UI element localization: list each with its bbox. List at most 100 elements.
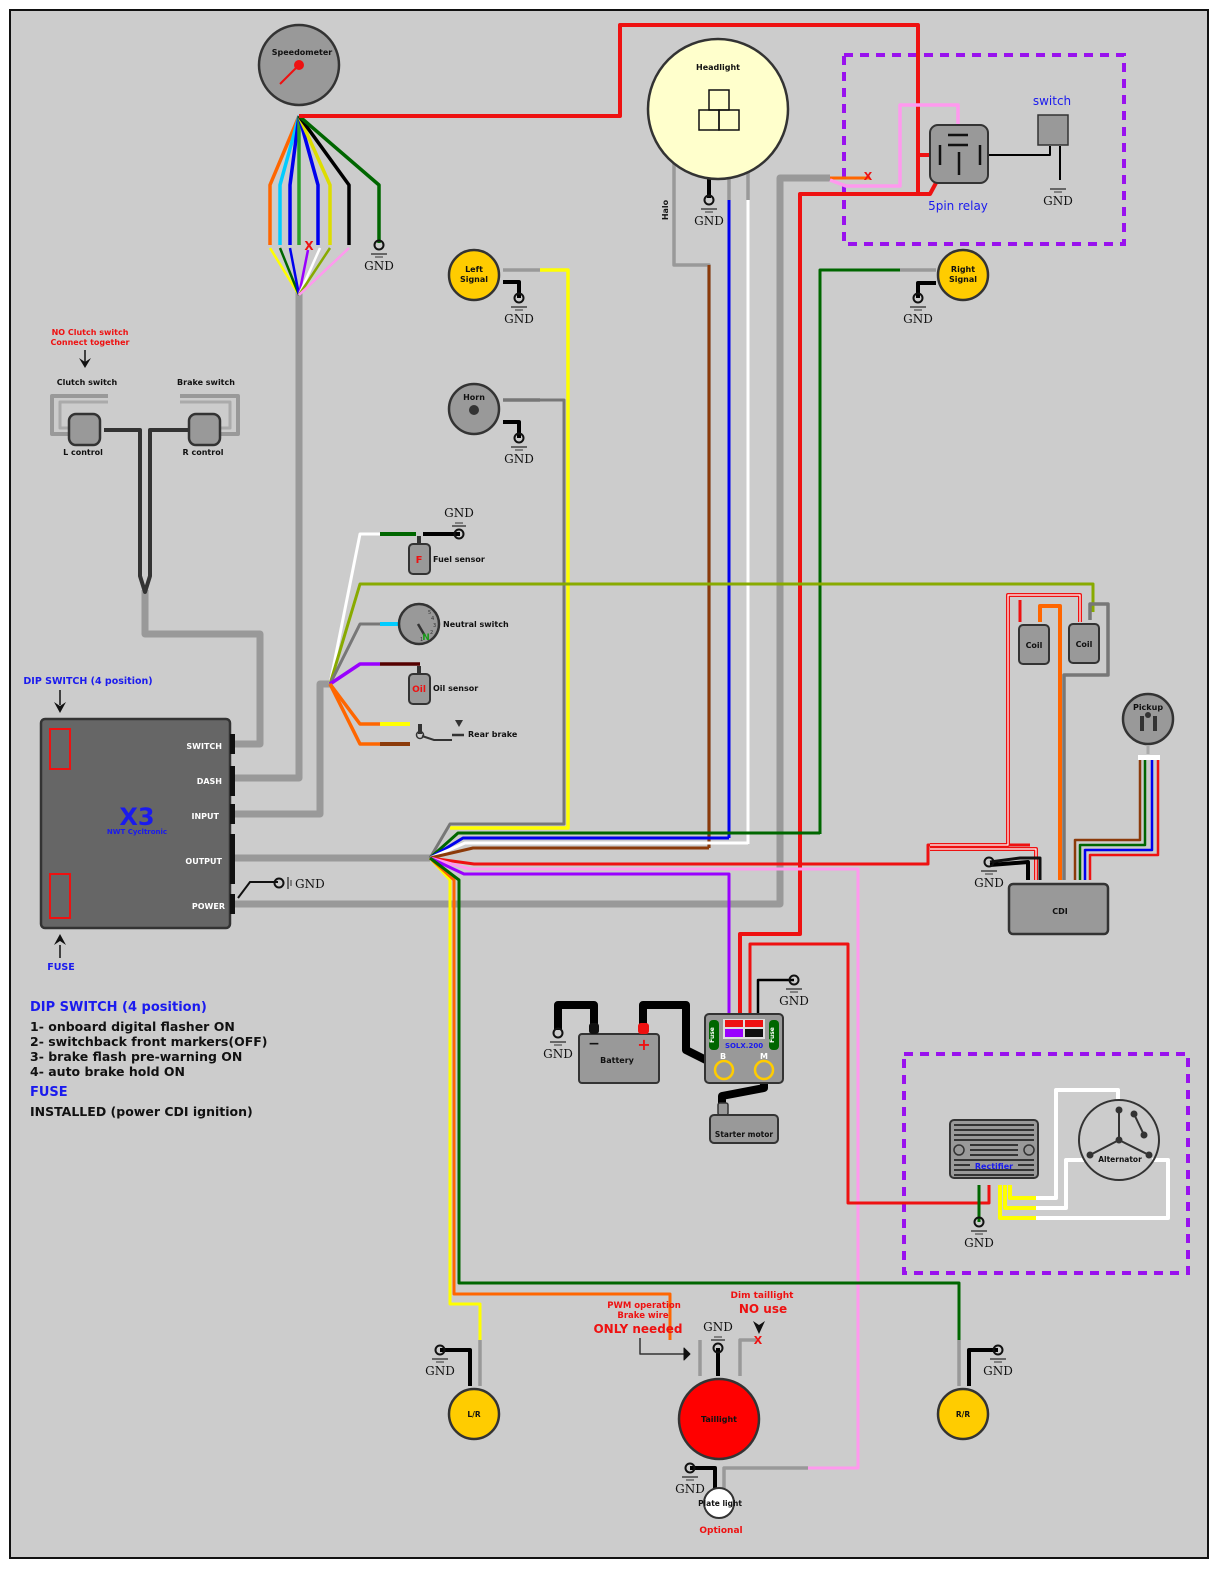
relay bbox=[929, 124, 989, 184]
ground-label: GND bbox=[543, 1047, 573, 1061]
coil-2: Coil bbox=[1068, 623, 1100, 664]
port-power: POWER bbox=[192, 902, 225, 911]
ground-label: GND bbox=[364, 259, 394, 273]
no-clutch-note-2: Connect together bbox=[51, 338, 130, 347]
ground-icon: GND bbox=[703, 1320, 733, 1354]
ground-icon: GND bbox=[504, 432, 534, 466]
ignition-wires bbox=[930, 593, 1160, 880]
gear-2: 2 bbox=[430, 630, 433, 636]
r-control[interactable] bbox=[187, 412, 222, 447]
alternator-label: Alternator bbox=[1098, 1155, 1142, 1164]
cdi-unit: CDI bbox=[1007, 882, 1110, 936]
harness-lines bbox=[141, 174, 830, 908]
neutral-glyph: N bbox=[422, 633, 430, 643]
ground-icon: GND bbox=[504, 292, 534, 326]
ground-label: GND bbox=[983, 1364, 1013, 1378]
switch-harness bbox=[141, 590, 264, 748]
solenoid: Fuse Fuse SOLX.200 B M bbox=[704, 1013, 784, 1084]
clutch-switch-label: Clutch switch bbox=[57, 378, 118, 387]
relay-cut-mark: X bbox=[864, 170, 873, 183]
speedometer-wires bbox=[268, 114, 381, 296]
left-rear-signal: L/R bbox=[447, 1387, 501, 1441]
oil-sensor: Oil Oil sensor bbox=[408, 666, 478, 705]
notes-fuse-title: FUSE bbox=[30, 1085, 68, 1100]
port-dash: DASH bbox=[197, 777, 222, 786]
solenoid-fuse-right: Fuse bbox=[769, 1027, 776, 1043]
port-output: OUTPUT bbox=[185, 857, 222, 866]
starter-motor: Starter motor bbox=[709, 1102, 779, 1144]
notes-fuse-text: INSTALLED (power CDI ignition) bbox=[30, 1104, 253, 1119]
battery-pos: + bbox=[637, 1035, 650, 1054]
ground-icon: GND bbox=[779, 974, 809, 1008]
relay-wires bbox=[829, 103, 1061, 188]
x3-controller: X3 NWT Cycltronic SWITCH DASH INPUT OUTP… bbox=[39, 717, 235, 930]
ground-label: GND bbox=[694, 214, 724, 228]
ground-label: GND bbox=[703, 1320, 733, 1334]
battery-label: Battery bbox=[600, 1056, 635, 1065]
no-clutch-note-1: NO Clutch switch bbox=[52, 328, 129, 337]
ground-icon: GND bbox=[364, 239, 394, 273]
rectifier: Rectifier bbox=[949, 1119, 1039, 1179]
ground-icon: GND bbox=[983, 1344, 1013, 1378]
coil-1-label: Coil bbox=[1026, 641, 1043, 650]
ground-label: GND bbox=[1043, 194, 1073, 208]
optional-note: Optional bbox=[699, 1526, 742, 1536]
ground-label: GND bbox=[295, 877, 325, 891]
port-input: INPUT bbox=[192, 812, 220, 821]
ground-icon: GND bbox=[694, 194, 724, 228]
charging-dashed-box bbox=[902, 1052, 1190, 1275]
ground-icon: GND bbox=[543, 1027, 573, 1061]
headlight-label: Headlight bbox=[696, 63, 740, 72]
rear-light-wires bbox=[440, 1338, 998, 1488]
pwm-note-3: ONLY needed bbox=[593, 1322, 682, 1336]
notes-dip-item: 3- brake flash pre-warning ON bbox=[30, 1049, 243, 1064]
l-control-label: L control bbox=[63, 448, 103, 457]
ground-symbols: GND GND GND GND GND GND GND GND GND GND GND GND GND G… bbox=[273, 188, 1073, 1496]
right-signal-label-1: Right bbox=[951, 265, 975, 274]
ground-icon: GND bbox=[974, 856, 1004, 890]
ground-icon: GND bbox=[444, 506, 474, 540]
notes-dip-title: DIP SWITCH (4 position) bbox=[30, 1000, 207, 1015]
dip-switch-label: DIP SWITCH (4 position) bbox=[23, 676, 152, 687]
ground-label: GND bbox=[425, 1364, 455, 1378]
notes-dip-item: 4- auto brake hold ON bbox=[30, 1064, 185, 1079]
relay-switch[interactable] bbox=[1037, 114, 1069, 146]
left-signal-label-2: Signal bbox=[460, 275, 488, 284]
horn-label: Horn bbox=[463, 393, 485, 402]
pickup-label: Pickup bbox=[1133, 703, 1163, 712]
ground-label: GND bbox=[779, 994, 809, 1008]
ground-label: GND bbox=[504, 312, 534, 326]
ground-label: GND bbox=[964, 1236, 994, 1250]
coil-2-label: Coil bbox=[1076, 640, 1093, 649]
dash-harness bbox=[232, 290, 303, 782]
alternator: Alternator bbox=[1078, 1099, 1160, 1181]
ground-label: GND bbox=[974, 876, 1004, 890]
neutral-switch-label: Neutral switch bbox=[443, 620, 509, 629]
port-switch: SWITCH bbox=[186, 742, 222, 751]
fuse-label: FUSE bbox=[47, 962, 75, 973]
gear-5: 5 bbox=[428, 610, 431, 616]
rear-brake-label: Rear brake bbox=[468, 730, 518, 739]
solenoid-b: B bbox=[720, 1052, 726, 1061]
right-rear-signal: R/R bbox=[936, 1387, 990, 1441]
fuse-arrowhead bbox=[54, 934, 66, 945]
ground-icon: GND bbox=[425, 1344, 455, 1378]
speedometer: Speedometer bbox=[257, 23, 341, 107]
gear-4: 4 bbox=[431, 616, 434, 622]
dim-note-2: NO use bbox=[739, 1302, 787, 1316]
l-control[interactable] bbox=[67, 412, 102, 447]
pwm-note-1: PWM operation bbox=[607, 1301, 681, 1311]
oil-sensor-label: Oil sensor bbox=[433, 684, 478, 693]
fuel-sensor-label: Fuel sensor bbox=[433, 555, 485, 564]
pwm-note-2: Brake wire bbox=[617, 1311, 669, 1321]
ground-icon: GND bbox=[675, 1462, 705, 1496]
ground-label: GND bbox=[444, 506, 474, 520]
ground-label: GND bbox=[675, 1482, 705, 1496]
r-control-label: R control bbox=[183, 448, 224, 457]
speedometer-cut-mark: X bbox=[304, 239, 314, 253]
taillight: Taillight bbox=[677, 1377, 761, 1461]
handlebar-switch-wires bbox=[50, 394, 240, 594]
battery-neg: − bbox=[588, 1036, 600, 1052]
power-harness bbox=[232, 174, 830, 908]
